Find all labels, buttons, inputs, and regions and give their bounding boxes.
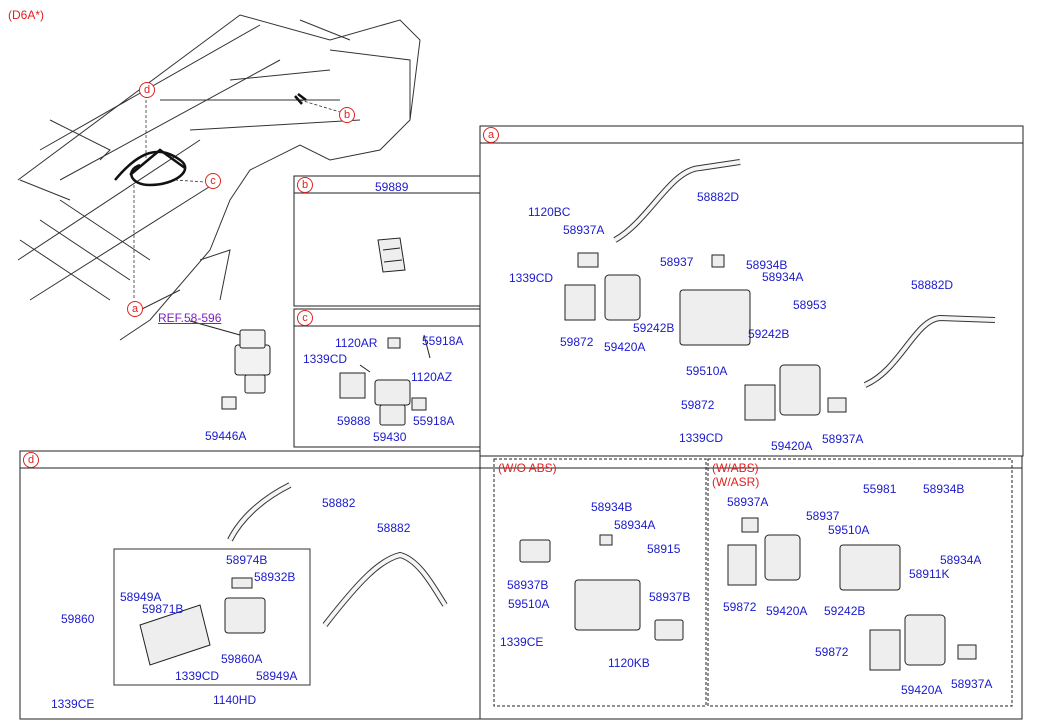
- part-label[interactable]: 58911K: [909, 567, 950, 581]
- part-label[interactable]: 58937: [660, 255, 694, 269]
- part-label[interactable]: 59510A: [508, 597, 550, 611]
- part-label[interactable]: 59888: [337, 414, 371, 428]
- w-abs-title: (W/ABS): [712, 461, 759, 475]
- part-label[interactable]: 58937B: [649, 590, 691, 604]
- part-label[interactable]: 55918A: [422, 334, 464, 348]
- part-label[interactable]: 58934B: [923, 482, 965, 496]
- part-label[interactable]: 58934A: [940, 553, 982, 567]
- part-label[interactable]: 1339CD: [509, 271, 554, 285]
- part-label[interactable]: 55918A: [413, 414, 455, 428]
- part-label[interactable]: 58915: [647, 542, 681, 556]
- part-label[interactable]: 59889: [375, 180, 409, 194]
- part-label[interactable]: 59420A: [901, 683, 943, 697]
- part-label[interactable]: 58882D: [911, 278, 954, 292]
- part-label[interactable]: 59430: [373, 430, 407, 444]
- w-asr-title: (W/ASR): [712, 475, 760, 489]
- part-label[interactable]: 58937A: [563, 223, 605, 237]
- part-label[interactable]: 58882D: [697, 190, 740, 204]
- wo-abs-frame: [493, 458, 707, 707]
- part-label[interactable]: 59420A: [604, 340, 646, 354]
- part-label[interactable]: 59860A: [221, 652, 263, 666]
- part-label[interactable]: 55981: [863, 482, 897, 496]
- part-label[interactable]: 58974B: [226, 553, 268, 567]
- part-label[interactable]: 58934B: [746, 258, 788, 272]
- wo-abs-drawing: [519, 534, 684, 641]
- part-label[interactable]: 58949A: [256, 669, 298, 683]
- part-label[interactable]: 1120BC: [528, 205, 571, 219]
- part-label[interactable]: 58934B: [591, 500, 633, 514]
- part-label[interactable]: 1339CE: [51, 697, 95, 711]
- section-a-tag: a: [483, 127, 499, 143]
- callout-c[interactable]: c: [205, 173, 221, 189]
- part-label[interactable]: 59242B: [824, 604, 866, 618]
- part-label[interactable]: 59872: [681, 398, 715, 412]
- part-label[interactable]: 58937A: [822, 432, 864, 446]
- section-d-drawing: [139, 482, 448, 666]
- part-label[interactable]: 58932B: [254, 570, 296, 584]
- part-label[interactable]: 1339CE: [500, 635, 544, 649]
- valve-59446a-drawing: [189, 320, 271, 410]
- section-c-frame: [293, 308, 481, 327]
- wiring-harness: [114, 93, 307, 187]
- part-label[interactable]: 1339CD: [679, 431, 724, 445]
- part-label[interactable]: 58937A: [951, 677, 993, 691]
- part-label[interactable]: 58934A: [614, 518, 656, 532]
- part-label[interactable]: 59872: [723, 600, 757, 614]
- part-label[interactable]: 58934A: [762, 270, 804, 284]
- part-label[interactable]: 1140HD: [213, 693, 257, 707]
- ref-link[interactable]: REF.58-596: [158, 311, 222, 325]
- callout-d[interactable]: d: [139, 82, 155, 98]
- part-label[interactable]: 59510A: [686, 364, 728, 378]
- part-label[interactable]: 1120AZ: [411, 370, 453, 384]
- section-b-tag: b: [297, 177, 313, 193]
- part-label[interactable]: 1339CD: [303, 352, 348, 366]
- part-label[interactable]: 59510A: [828, 523, 870, 537]
- part-label[interactable]: 58937: [806, 509, 840, 523]
- part-label[interactable]: 58882: [322, 496, 356, 510]
- callout-b[interactable]: b: [339, 107, 355, 123]
- part-label[interactable]: 59872: [560, 335, 594, 349]
- part-label[interactable]: 58949A: [120, 590, 162, 604]
- part-label[interactable]: 59860: [61, 612, 95, 626]
- part-label[interactable]: 1339CD: [175, 669, 220, 683]
- part-label[interactable]: 58937A: [727, 495, 769, 509]
- model-tag: (D6A*): [8, 8, 45, 22]
- callout-a[interactable]: a: [127, 301, 143, 317]
- part-label[interactable]: 59242B: [633, 321, 675, 335]
- section-a-drawing: [564, 159, 996, 421]
- section-d-tag: d: [23, 452, 39, 468]
- part-label[interactable]: 1120AR: [335, 336, 378, 350]
- part-label[interactable]: 59242B: [748, 327, 790, 341]
- part-label[interactable]: 1120KB: [608, 656, 650, 670]
- section-a-frame: [479, 125, 1024, 144]
- part-label[interactable]: 59420A: [766, 604, 808, 618]
- section-c-drawing: [339, 334, 431, 426]
- wo-abs-title: (W/O ABS): [498, 461, 557, 475]
- w-abs-drawing: [727, 517, 977, 671]
- part-label[interactable]: 58937B: [507, 578, 549, 592]
- part-label[interactable]: 58953: [793, 298, 827, 312]
- section-c-tag: c: [297, 310, 313, 326]
- bracket-59889-drawing: [377, 237, 406, 273]
- part-label[interactable]: 59446A: [205, 429, 247, 443]
- part-label[interactable]: 59871B: [142, 602, 184, 616]
- section-d-frame: [19, 450, 481, 469]
- w-abs-frame: [707, 458, 1013, 707]
- part-label[interactable]: 59872: [815, 645, 849, 659]
- part-label[interactable]: 59420A: [771, 439, 813, 453]
- part-label[interactable]: 58882: [377, 521, 411, 535]
